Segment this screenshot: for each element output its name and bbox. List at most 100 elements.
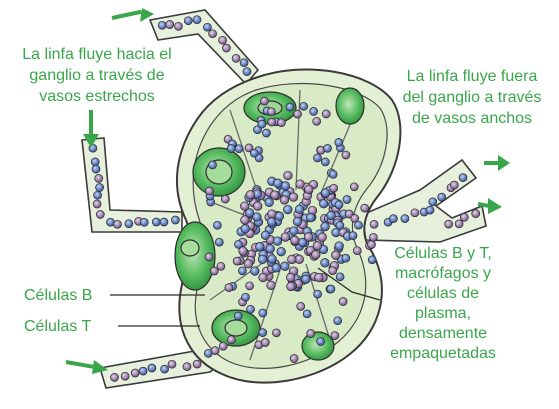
t-cell bbox=[231, 53, 241, 63]
b-cell bbox=[316, 337, 325, 346]
b-cell bbox=[208, 160, 217, 170]
b-cell bbox=[171, 215, 180, 225]
t-cell bbox=[459, 212, 469, 222]
t-cell bbox=[349, 182, 359, 192]
t-cell bbox=[290, 235, 300, 245]
t-cell bbox=[253, 201, 263, 211]
t-cell bbox=[295, 179, 305, 189]
label-packed-line-4: plasma, bbox=[414, 305, 472, 322]
t-cell bbox=[182, 362, 192, 371]
b-cell bbox=[292, 216, 303, 227]
b-cell bbox=[250, 266, 260, 276]
t-cell bbox=[321, 109, 331, 119]
b-cell bbox=[252, 212, 262, 222]
t-cell bbox=[369, 232, 378, 242]
b-cell bbox=[124, 219, 134, 229]
label-lymph-in-line-3: vasos estrechos bbox=[39, 88, 155, 105]
b-cell bbox=[341, 253, 351, 263]
t-cell bbox=[293, 109, 302, 119]
label-packed-line-3: células de bbox=[406, 285, 480, 302]
t-cell bbox=[454, 219, 464, 229]
t-cell bbox=[244, 143, 254, 153]
t-cell bbox=[216, 261, 226, 271]
t-cell bbox=[220, 194, 230, 204]
b-cell bbox=[258, 308, 268, 318]
b-cell bbox=[348, 231, 358, 240]
t-cell bbox=[314, 272, 324, 283]
b-cell bbox=[242, 67, 252, 76]
t-cell bbox=[369, 219, 379, 229]
b-cell bbox=[238, 266, 247, 276]
label-lymph-in-line-2: ganglio a través de bbox=[29, 67, 165, 84]
b-cell bbox=[320, 258, 330, 268]
t-cell bbox=[266, 280, 276, 290]
t-cell bbox=[227, 335, 236, 345]
b-cell bbox=[320, 157, 330, 167]
t-cell bbox=[110, 373, 119, 382]
label-packed-cells: Células B y T, macrófagos y células de p… bbox=[368, 244, 518, 364]
b-cell bbox=[192, 15, 202, 25]
t-cell bbox=[92, 199, 102, 209]
t-cell bbox=[277, 118, 286, 128]
t-cell bbox=[260, 96, 269, 106]
label-t-cells: Células T bbox=[24, 318, 92, 335]
t-cell bbox=[270, 190, 280, 200]
t-cell bbox=[113, 219, 122, 229]
b-cell bbox=[147, 363, 157, 373]
b-cell bbox=[267, 217, 277, 227]
t-cell bbox=[444, 219, 453, 229]
t-cell bbox=[317, 232, 327, 242]
t-cell bbox=[232, 256, 242, 266]
b-cell bbox=[203, 22, 212, 32]
b-cell bbox=[280, 261, 290, 271]
b-cell bbox=[335, 272, 345, 282]
label-packed-line-5: densamente bbox=[398, 325, 488, 342]
t-cell bbox=[218, 35, 227, 45]
t-cell bbox=[286, 281, 296, 292]
t-cell bbox=[258, 272, 268, 283]
t-cell bbox=[240, 215, 250, 225]
label-packed-line-6: empaquetadas bbox=[390, 345, 496, 362]
label-lymph-out: La linfa fluye fuera del ganglio a travé… bbox=[388, 66, 556, 129]
b-cell bbox=[313, 289, 322, 299]
leader-lines bbox=[110, 267, 381, 327]
b-cell bbox=[306, 212, 316, 223]
flow-arrows bbox=[65, 8, 510, 374]
b-cell bbox=[276, 247, 286, 257]
b-cell bbox=[139, 217, 149, 227]
b-cell bbox=[233, 311, 243, 321]
b-cell bbox=[234, 240, 243, 249]
b-cell bbox=[93, 190, 102, 200]
b-cell bbox=[334, 138, 344, 147]
t-cell bbox=[338, 297, 348, 306]
label-lymph-out-line-3: de vasos anchos bbox=[411, 110, 533, 127]
b-cell bbox=[138, 366, 148, 376]
b-cell bbox=[246, 304, 255, 314]
t-cell bbox=[210, 346, 220, 355]
b-cell bbox=[160, 364, 169, 374]
t-cell bbox=[204, 252, 214, 262]
b-cell bbox=[289, 226, 299, 236]
b-cell bbox=[335, 221, 345, 230]
b-cell bbox=[342, 195, 352, 204]
t-cell bbox=[167, 359, 177, 369]
b-cell bbox=[428, 197, 438, 207]
t-cell bbox=[267, 107, 276, 117]
b-cell bbox=[257, 254, 268, 264]
label-b-cells: Células B bbox=[24, 287, 93, 304]
t-cell bbox=[312, 241, 323, 251]
t-cell bbox=[245, 190, 256, 200]
b-cell bbox=[245, 208, 255, 218]
t-cell bbox=[471, 209, 481, 218]
label-lymph-out-line-1: La linfa fluye fuera bbox=[406, 68, 538, 85]
arrow-in-top bbox=[111, 8, 154, 22]
b-cell bbox=[302, 309, 312, 319]
b-cell bbox=[285, 102, 295, 112]
b-cell bbox=[234, 144, 244, 154]
b-cell bbox=[151, 217, 161, 227]
t-cell bbox=[208, 29, 217, 39]
b-cell bbox=[458, 173, 468, 182]
t-cell bbox=[341, 150, 351, 160]
label-packed-line-1: Células B y T, bbox=[394, 245, 492, 262]
b-cell bbox=[159, 217, 169, 227]
